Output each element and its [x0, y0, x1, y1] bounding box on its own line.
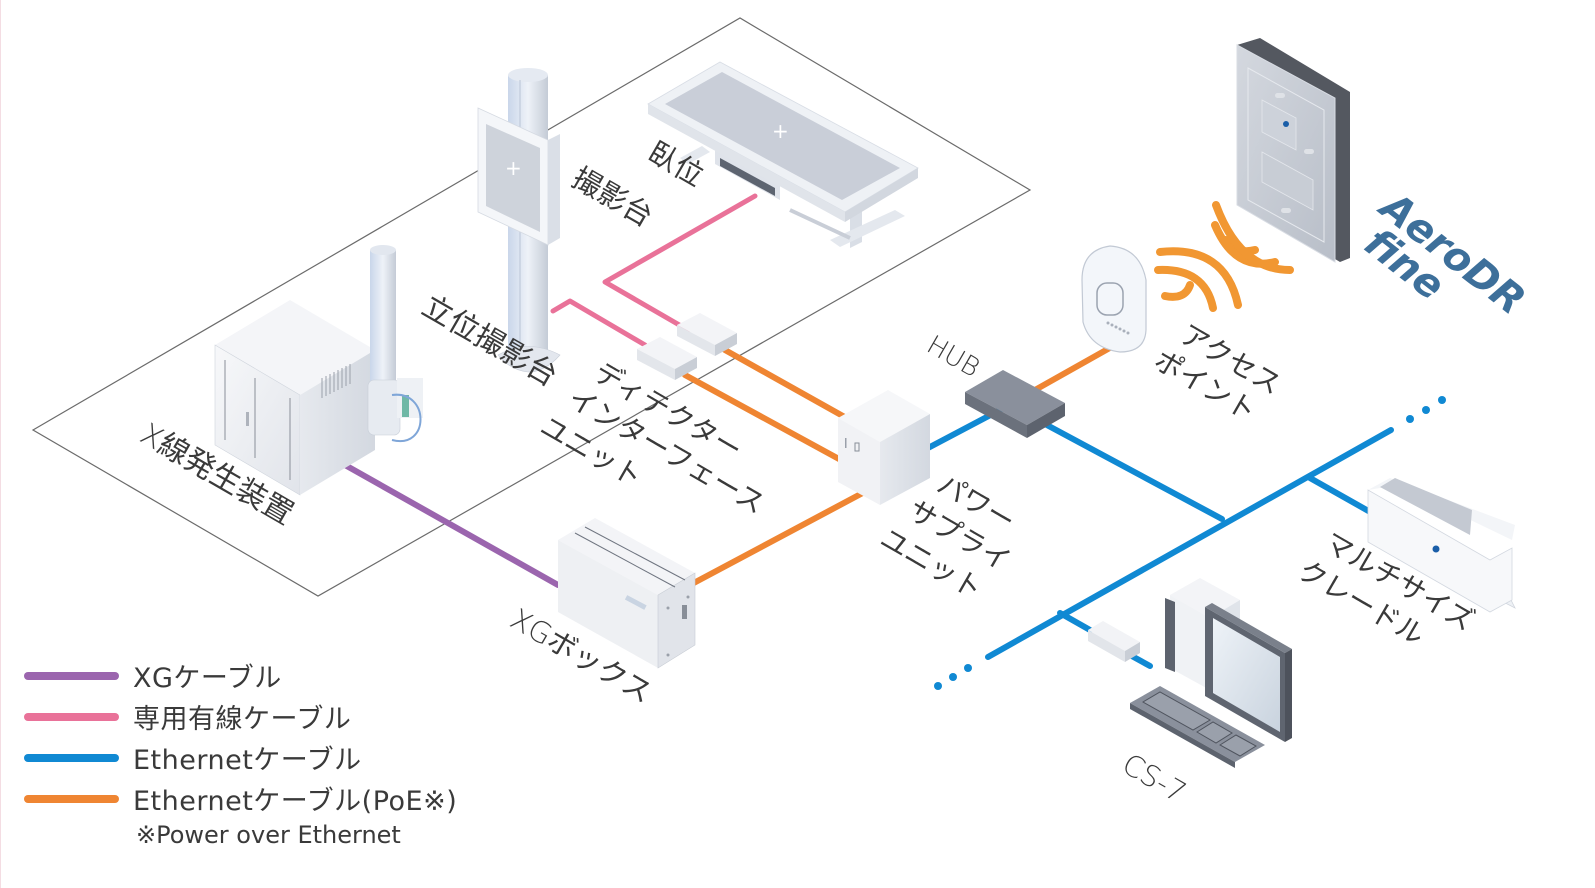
crosshair-icon: +	[505, 156, 522, 180]
access-point[interactable]	[1081, 245, 1147, 353]
crosshair-icon: +	[772, 119, 789, 143]
cable-eth-cs7	[1057, 610, 1093, 633]
legend-swatch-dedicated	[24, 712, 119, 721]
cable-dedicated-upright	[550, 298, 648, 348]
legend-item-poe-cable: Ethernetケーブル(PoE※)	[24, 778, 457, 819]
label-cs7: CS-7	[1117, 747, 1193, 810]
legend-label: 専用有線ケーブル	[133, 704, 352, 735]
legend-item-dedicated-cable: 専用有線ケーブル	[24, 696, 457, 737]
label-hub: HUB	[922, 330, 985, 384]
table[interactable]: +	[647, 61, 919, 248]
cable-poe-diu1	[722, 347, 853, 423]
cable-dedicated-table	[602, 193, 758, 333]
cable-eth-hub-backbone	[1042, 421, 1225, 522]
legend-label: XGケーブル	[133, 663, 282, 694]
label-table-line1: 臥位	[643, 135, 710, 193]
legend-label: Ethernetケーブル	[133, 745, 362, 776]
legend-item-xg-cable: XGケーブル	[24, 655, 457, 696]
hub[interactable]	[965, 370, 1065, 438]
media-converter	[1088, 621, 1140, 662]
detector-interface-unit-1[interactable]	[637, 337, 697, 380]
cs7-workstation[interactable]	[1088, 578, 1292, 768]
legend-swatch-poe	[24, 794, 119, 803]
cable-eth-cradle	[1307, 475, 1375, 516]
xg-box[interactable]	[558, 518, 696, 669]
label-table-line2: 撮影台	[567, 161, 659, 234]
continuation-dots-top	[1406, 396, 1446, 423]
aerodr-detector[interactable]	[1236, 38, 1350, 263]
cable-xg	[342, 462, 561, 588]
legend-item-ethernet-cable: Ethernetケーブル	[24, 737, 457, 778]
cable-poe-xgbox	[687, 485, 875, 588]
xray-generator[interactable]	[214, 245, 423, 496]
legend: XGケーブル 専用有線ケーブル Ethernetケーブル Ethernetケーブ…	[24, 655, 457, 849]
legend-swatch-xg	[24, 671, 119, 680]
cable-poe-ap	[1032, 342, 1118, 393]
multi-size-cradle[interactable]	[1367, 478, 1516, 613]
power-supply-unit[interactable]	[838, 390, 930, 505]
legend-label: Ethernetケーブル(PoE※)	[133, 786, 458, 817]
wifi-signal-icon	[1154, 201, 1294, 312]
continuation-dots-bottom	[934, 664, 972, 690]
detector-interface-unit-2[interactable]	[677, 313, 737, 356]
upright-stand[interactable]: +	[477, 68, 561, 373]
cable-poe-diu2	[682, 372, 853, 468]
cable-eth-backbone	[985, 427, 1394, 660]
legend-footnote: ※Power over Ethernet	[136, 821, 401, 849]
legend-swatch-ethernet	[24, 753, 119, 762]
cables	[342, 193, 1446, 690]
